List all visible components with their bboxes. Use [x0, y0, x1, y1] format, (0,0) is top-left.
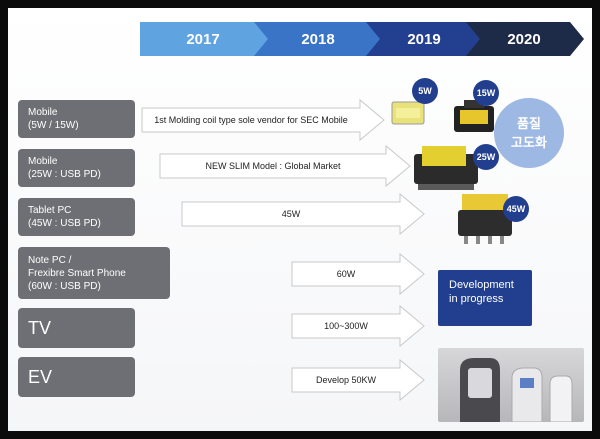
arrow-row-6: Develop 50KW [291, 358, 425, 402]
year-2020: 2020 [507, 30, 541, 48]
badge-5w: 5W [412, 78, 438, 104]
category-sub: (25W : USB PD) [28, 169, 101, 180]
category-mobile-15w: Mobile (5W / 15W) [18, 100, 135, 138]
badge-25w: 25W [473, 144, 499, 170]
quality-line-1: 품질 [517, 116, 541, 131]
quality-improvement-circle: 품질 고도화 [494, 98, 564, 168]
category-ev: EV [18, 357, 135, 397]
year-2018: 2018 [301, 30, 335, 48]
timeline-segment-2018 [254, 22, 382, 56]
arrow-row-1: 1st Molding coil type sole vendor for SE… [141, 98, 385, 142]
category-sub: Frexibre Smart Phone [28, 267, 126, 279]
arrow-label: NEW SLIM Model : Global Market [205, 161, 341, 171]
category-sub2: (60W : USB PD) [28, 280, 101, 292]
category-title: Mobile [28, 156, 58, 167]
arrow-row-5: 100~300W [291, 304, 425, 348]
timeline-segment-2020 [466, 22, 584, 56]
category-sub: (45W : USB PD) [28, 218, 101, 229]
arrow-row-2: NEW SLIM Model : Global Market [159, 144, 411, 188]
category-title: EV [28, 366, 53, 387]
timeline-arrows [140, 22, 584, 56]
category-note-pc: Note PC / Frexibre Smart Phone (60W : US… [18, 247, 170, 299]
category-title: Mobile [28, 107, 58, 118]
timeline-segment-2019 [366, 22, 482, 56]
development-line-1: Development [449, 279, 514, 291]
category-title: TV [28, 317, 52, 338]
badge-45w: 45W [503, 196, 529, 222]
arrow-label: 60W [336, 269, 356, 279]
category-mobile-25w: Mobile (25W : USB PD) [18, 149, 135, 187]
category-title: Note PC / [28, 254, 72, 266]
quality-line-2: 고도화 [511, 135, 547, 150]
roadmap-slide: 2017 2018 2019 2020 Mobile (5W / 15W) Mo… [8, 8, 592, 431]
timeline-segment-2017 [140, 22, 270, 56]
coil-transformer-icon [454, 100, 494, 132]
category-sub: (5W / 15W) [28, 120, 79, 131]
arrow-label: Develop 50KW [315, 375, 377, 385]
coil-transformer-icon [414, 146, 478, 190]
ev-charger-icon [460, 358, 573, 422]
ev-charger-photo [438, 348, 584, 422]
coil-transformer-icon [458, 194, 512, 244]
arrow-label: 45W [281, 209, 301, 219]
category-title: Tablet PC [28, 205, 72, 216]
development-box: Development in progress [438, 270, 532, 326]
badge-15w: 15W [473, 80, 499, 106]
development-line-2: in progress [449, 293, 504, 305]
category-tablet-pc: Tablet PC (45W : USB PD) [18, 198, 135, 236]
category-tv: TV [18, 308, 135, 348]
year-2017: 2017 [186, 30, 220, 48]
arrow-label: 100~300W [324, 321, 368, 331]
year-2019: 2019 [407, 30, 441, 48]
coil-transformer-icon [391, 101, 425, 125]
arrow-row-4: 60W [291, 252, 425, 296]
arrow-row-3: 45W [181, 192, 425, 236]
arrow-label: 1st Molding coil type sole vendor for SE… [154, 115, 348, 125]
